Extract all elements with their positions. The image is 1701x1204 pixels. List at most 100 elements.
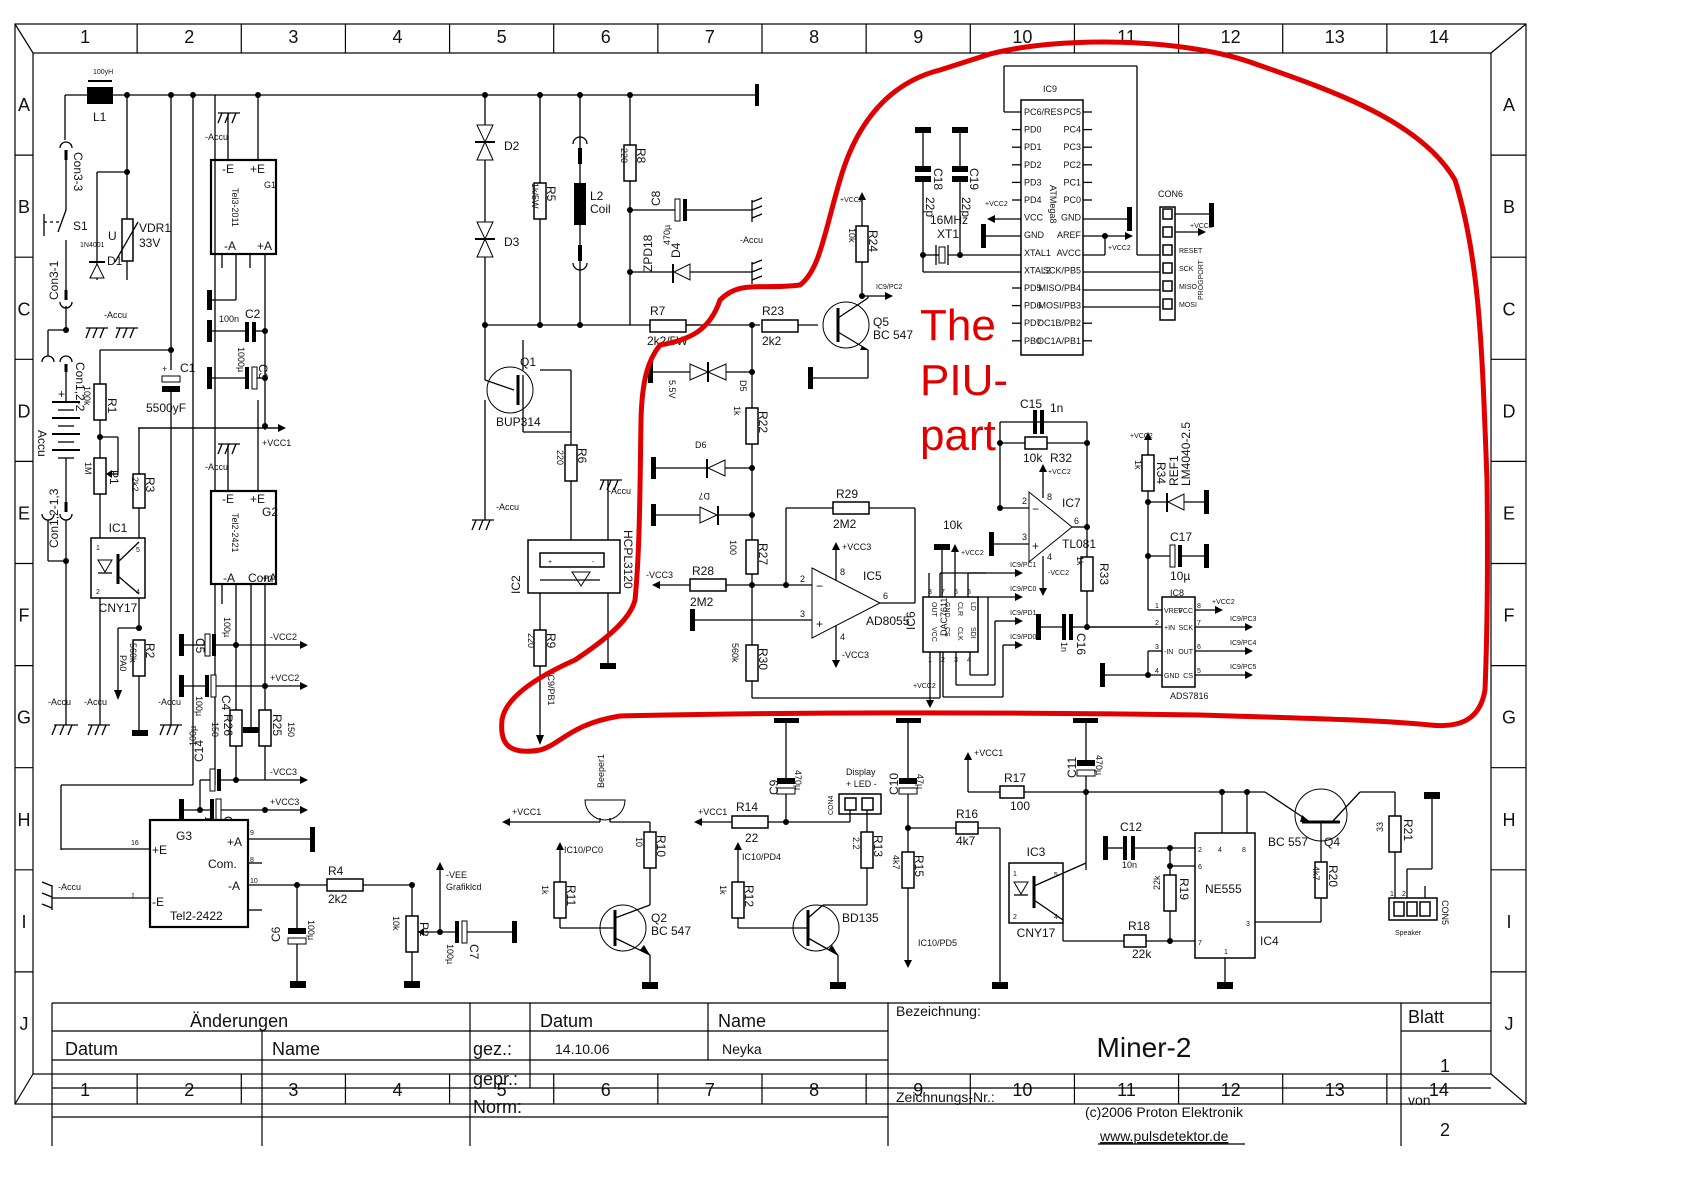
resistor-R23 <box>761 319 799 333</box>
col-label-top: 4 <box>392 27 402 47</box>
svg-text:+E: +E <box>250 492 265 506</box>
R1-ref: R1 <box>105 398 119 414</box>
C2-ref: C2 <box>245 307 261 321</box>
C3-ref: C3 <box>256 364 270 380</box>
C5-ref: C5 <box>193 638 207 654</box>
ic6-pin-label: OUT <box>930 602 937 618</box>
Q2-value: BC 547 <box>651 924 691 938</box>
R4-ref: R4 <box>328 864 344 878</box>
R3-ref: R3 <box>143 477 157 493</box>
col-label-bottom: 9 <box>913 1080 923 1100</box>
R17-value: 100 <box>1010 799 1030 813</box>
resistor-R4 <box>326 878 364 892</box>
mcu-IC9 <box>1020 99 1084 356</box>
ic6-pin-label: CS <box>943 627 950 637</box>
opamp-IC5 <box>811 567 882 639</box>
con6-pin <box>1162 298 1173 310</box>
R34-value: 1k <box>1133 460 1143 470</box>
svg-text:+VCC2: +VCC2 <box>1048 469 1071 476</box>
D5-value: 5.5V <box>667 380 677 399</box>
vee-label: -VEE <box>446 870 467 880</box>
svg-text:-: - <box>592 559 595 566</box>
resistor-R25 <box>258 709 272 747</box>
svg-text:-E: -E <box>152 895 164 909</box>
ic6-pin-num: 4 <box>967 657 971 664</box>
R16-ref: R16 <box>956 807 978 821</box>
C8-ref: C8 <box>649 190 663 206</box>
svg-text:2: 2 <box>1402 891 1406 898</box>
C6-value: 100µ <box>306 920 316 940</box>
gez-date: 14.10.06 <box>555 1041 610 1057</box>
col-label-bottom: 13 <box>1325 1080 1345 1100</box>
R9-value: 220 <box>526 633 536 648</box>
gepr-label: gepr.: <box>473 1069 518 1089</box>
R25-value: 150 <box>286 722 296 737</box>
G1-ref: G1 <box>264 180 276 190</box>
IC9-ref: IC9 <box>1043 84 1057 94</box>
svg-text:+A: +A <box>262 571 277 585</box>
col-label-bottom: 4 <box>392 1080 402 1100</box>
C10-ref: C10 <box>887 773 901 795</box>
svg-text:-VCC3: -VCC3 <box>646 570 673 580</box>
ic9-pin-label: OC1B/PB2 <box>1037 318 1081 328</box>
svg-text:−: − <box>1032 502 1039 516</box>
con6-pin-label: MISO <box>1179 284 1197 291</box>
ic9-pin-label: PD2 <box>1024 160 1042 170</box>
IC2-value: HCPL3120 <box>621 530 635 589</box>
svg-text:+VCC2: +VCC2 <box>840 197 863 204</box>
dcdc-G1: -Accu -E +E -A +A G1 Tel3-2011 100n C2 1… <box>138 92 291 448</box>
ic10-pd4-label: IC10/PD4 <box>742 852 781 862</box>
row-label-right: J <box>1505 1014 1514 1034</box>
C11-value: 470µ <box>1094 755 1104 775</box>
row-label-left: J <box>20 1014 29 1034</box>
R15-ref: R15 <box>912 855 926 877</box>
svg-text:1: 1 <box>1013 871 1017 878</box>
resistor-R5 <box>533 182 547 220</box>
svg-text:−: − <box>816 579 823 593</box>
R19-value: 22k <box>1152 875 1162 890</box>
website-link[interactable]: www.pulsdetektor.de <box>1099 1128 1229 1144</box>
svg-text:2: 2 <box>96 589 100 596</box>
IC5-ref: IC5 <box>863 569 882 583</box>
svg-text:-Accu: -Accu <box>104 310 127 320</box>
R21-value: 33 <box>1375 822 1385 832</box>
ic10-pc0-label: IC10/PC0 <box>564 845 603 855</box>
accu-ref: Accu <box>35 430 49 457</box>
ic6-pin-label: CLK <box>956 627 963 641</box>
ic8-pin-num: 8 <box>1197 603 1201 610</box>
svg-text:+VCC2: +VCC2 <box>985 201 1008 208</box>
zeichnungs-label: Zeichnungs-Nr.: <box>896 1089 995 1105</box>
row-label-left: G <box>17 708 31 728</box>
piu-label-line2: PIU- <box>920 356 1008 405</box>
R5-ref: R5 <box>544 186 558 202</box>
svg-text:1: 1 <box>96 545 100 552</box>
C6-ref: C6 <box>269 926 283 942</box>
ic9-pin-label: PC3 <box>1063 142 1081 152</box>
ic9-pin-label: SCK/PB5 <box>1043 265 1081 275</box>
row-label-left: A <box>18 95 30 115</box>
svg-text:-Accu: -Accu <box>205 462 228 472</box>
dcdc-G2: -Accu -E +E -A Com +A G2 Tel2-2421 -VCC2… <box>179 95 308 838</box>
svg-text:8: 8 <box>250 857 254 864</box>
R2-ref: R2 <box>143 643 157 659</box>
G2-value: Tel2-2421 <box>230 513 240 553</box>
vcc3-neg-label: -VCC3 <box>270 767 297 777</box>
svg-text:1: 1 <box>1224 949 1228 956</box>
resistor-R7 <box>649 319 687 333</box>
output-section: Beeper1 +VCC1 R10 10 Q2 BC 547 IC10/PC0 … <box>502 718 1450 989</box>
Q1-ref: Q1 <box>520 355 536 369</box>
svg-text:+A: +A <box>257 239 272 253</box>
IC7-ref: IC7 <box>1062 496 1081 510</box>
G3-ref: G3 <box>176 829 192 843</box>
ic8-pin-num: 2 <box>1155 620 1159 627</box>
IC1-ref: IC1 <box>109 521 128 535</box>
svg-text:2: 2 <box>1013 914 1017 921</box>
svg-text:3: 3 <box>800 609 805 619</box>
con6-pin <box>1162 226 1173 238</box>
row-label-left: H <box>18 810 31 830</box>
P2-value: 10k <box>391 916 401 931</box>
C19-ref: C19 <box>967 168 981 190</box>
svg-text:+E: +E <box>250 162 265 176</box>
CON4-ref: CON4 <box>828 795 835 815</box>
